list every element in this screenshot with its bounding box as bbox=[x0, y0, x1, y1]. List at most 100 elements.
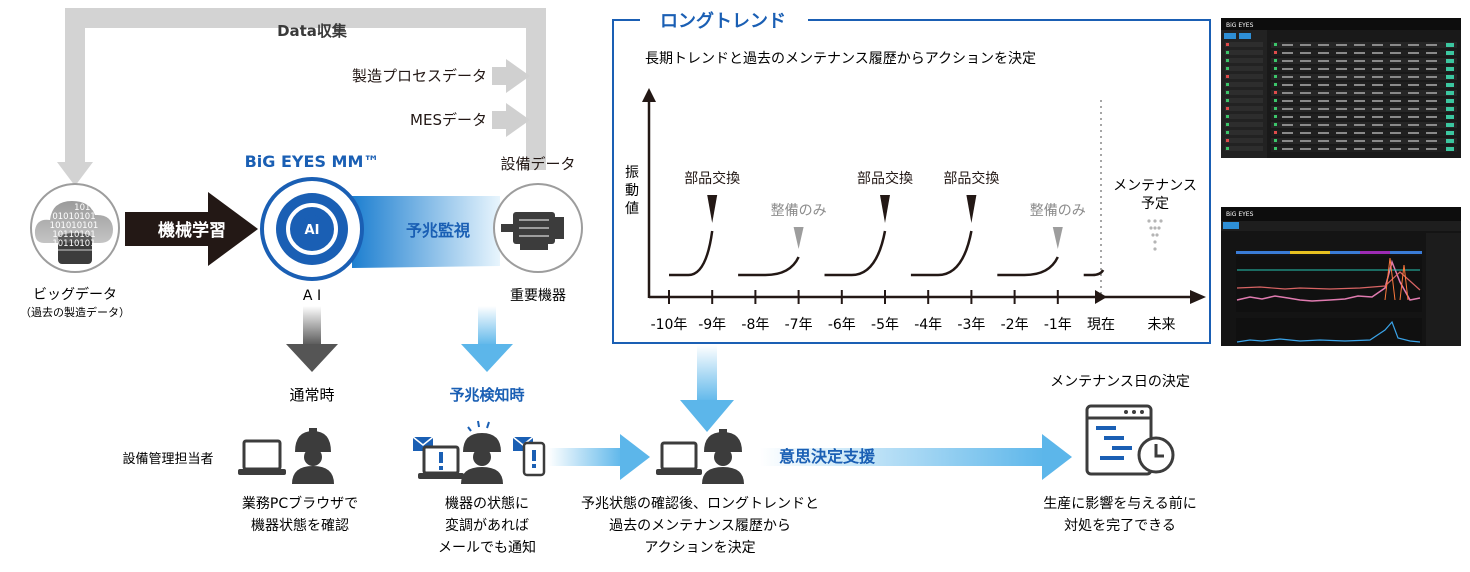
outcome-desc-line-1: 生産に影響を与える前に bbox=[1043, 495, 1197, 512]
anomaly-desc-line-2: 変調があれば bbox=[445, 517, 529, 534]
planned-maintenance-dots bbox=[1147, 219, 1163, 251]
long-trend-subtitle: 長期トレンドと過去のメンテナンス履歴からアクションを決定 bbox=[645, 51, 1036, 67]
anomaly-desc-line-1: 機器の状態に bbox=[445, 496, 529, 512]
x-tick-label: -6年 bbox=[828, 317, 856, 333]
worker-icon bbox=[292, 428, 334, 484]
big-data-subtitle: （過去の製造データ） bbox=[20, 305, 130, 319]
dashboard-screenshot-top bbox=[1221, 18, 1461, 158]
mes-data-label: MESデータ bbox=[410, 111, 487, 129]
binary-line-3: 101010101 bbox=[50, 221, 99, 231]
x-tick-label: -1年 bbox=[1044, 317, 1072, 333]
phone-alert-icon bbox=[522, 441, 546, 477]
x-tick-label: -5年 bbox=[871, 317, 899, 333]
anomaly-to-decision-arrow bbox=[548, 434, 650, 480]
binary-line-4: 10110101 bbox=[52, 230, 95, 240]
decision-desc-line-3: アクションを決定 bbox=[644, 540, 755, 556]
part-replacement-label: 部品交換 bbox=[857, 170, 913, 187]
worker-alert-icon bbox=[461, 420, 503, 484]
service-only-marker bbox=[1052, 227, 1063, 249]
x-tick-label: -2年 bbox=[1001, 317, 1029, 333]
part-replacement-marker bbox=[707, 195, 718, 223]
machine-learning-arrow bbox=[125, 192, 258, 266]
x-tick-label: -9年 bbox=[698, 317, 726, 333]
bottom-screen-brand: BiG EYES bbox=[1226, 211, 1254, 218]
x-tick-label: 未来 bbox=[1147, 317, 1175, 333]
planned-maintenance-line-1: メンテナンス bbox=[1113, 178, 1197, 194]
x-tick-label: -3年 bbox=[957, 317, 985, 333]
anomaly-desc-line-3: メールでも通知 bbox=[438, 539, 536, 556]
binary-line-5: 10110101 bbox=[52, 239, 95, 249]
big-data-cloud-icon bbox=[30, 183, 120, 273]
trend-curve-segment bbox=[738, 256, 800, 277]
trend-curve-segment bbox=[824, 230, 887, 277]
laptop-alert-icon bbox=[418, 445, 464, 479]
anomaly-detected-label: 予兆検知時 bbox=[449, 386, 524, 404]
decision-desc-line-1: 予兆状態の確認後、ロングトレンドと bbox=[581, 496, 819, 512]
long-trend-panel bbox=[612, 19, 1211, 344]
service-only-label: 整備のみ bbox=[1030, 203, 1086, 219]
trend-curves bbox=[669, 230, 1105, 277]
now-marker bbox=[1095, 290, 1107, 304]
x-tick-label: -8年 bbox=[741, 317, 769, 333]
x-tick-label: -4年 bbox=[914, 317, 942, 333]
maintenance-day-title: メンテナンス日の決定 bbox=[1050, 374, 1190, 390]
decision-desc-line-2: 過去のメンテナンス履歴から bbox=[609, 518, 791, 534]
binary-line-2: 01010101 bbox=[52, 212, 95, 222]
decision-support-label: 意思決定支援 bbox=[779, 447, 876, 466]
outcome-desc-line-2: 対処を完了できる bbox=[1064, 518, 1176, 534]
part-replacement-label: 部品交換 bbox=[684, 170, 740, 187]
data-collection-arrow bbox=[57, 8, 546, 186]
monitoring-beam bbox=[352, 196, 500, 268]
trend-ylabel-2: 動 bbox=[625, 183, 639, 199]
trend-curve-segment bbox=[1083, 269, 1105, 277]
part-replacement-label: 部品交換 bbox=[943, 170, 999, 187]
equipment-manager-label: 設備管理担当者 bbox=[122, 451, 213, 467]
top-screen-brand: BiG EYES bbox=[1226, 22, 1254, 29]
critical-equipment-label: 重要機器 bbox=[510, 288, 566, 304]
ai-badge: AI bbox=[305, 223, 320, 238]
machine-learning-label: 機械学習 bbox=[158, 220, 226, 241]
process-data-arrow bbox=[492, 59, 530, 93]
service-only-label: 整備のみ bbox=[771, 203, 827, 219]
trend-curve-segment bbox=[669, 230, 714, 277]
trend-y-axis bbox=[642, 88, 656, 298]
trend-tick-marks bbox=[668, 290, 1059, 304]
long-trend-title: ロングトレンド bbox=[660, 10, 786, 32]
normal-desc-line-1: 業務PCブラウザで bbox=[242, 495, 358, 512]
ai-engine-icon bbox=[260, 177, 364, 281]
dashboard-screenshot-bottom bbox=[1221, 207, 1461, 346]
predictive-monitoring-label: 予兆監視 bbox=[406, 221, 470, 240]
service-only-marker bbox=[793, 227, 804, 249]
trend-ylabel-1: 振 bbox=[625, 165, 639, 181]
laptop-icon bbox=[238, 439, 286, 475]
process-data-label: 製造プロセスデータ bbox=[352, 67, 487, 85]
decision-worker-icon bbox=[702, 429, 744, 484]
product-name: BiG EYES MM™ bbox=[245, 152, 380, 171]
decision-support-arrow bbox=[760, 434, 1072, 480]
part-replacement-marker bbox=[880, 195, 890, 223]
motor-icon bbox=[493, 183, 583, 273]
trend-down-arrow bbox=[680, 345, 734, 432]
anomaly-down-arrow bbox=[461, 306, 513, 372]
decision-laptop-icon bbox=[656, 441, 702, 475]
big-data-title: ビッグデータ bbox=[33, 286, 117, 303]
normal-time-label: 通常時 bbox=[289, 386, 334, 404]
calendar-schedule-icon bbox=[1085, 404, 1175, 476]
equipment-data-label: 設備データ bbox=[500, 155, 575, 173]
x-tick-label: -10年 bbox=[651, 317, 688, 333]
normal-down-arrow bbox=[286, 306, 338, 372]
trend-ylabel-3: 値 bbox=[625, 201, 639, 217]
planned-maintenance-line-2: 予定 bbox=[1141, 196, 1169, 212]
binary-line-1: 1010 bbox=[74, 203, 96, 213]
trend-curve-segment bbox=[910, 230, 973, 277]
part-replacement-marker bbox=[966, 195, 977, 223]
x-tick-label: -7年 bbox=[785, 317, 813, 333]
normal-desc-line-2: 機器状態を確認 bbox=[251, 518, 349, 534]
mes-data-arrow bbox=[492, 103, 530, 137]
x-tick-label: 現在 bbox=[1087, 317, 1115, 333]
ai-label: A I bbox=[303, 288, 321, 304]
data-collection-label: Data収集 bbox=[277, 22, 348, 40]
trend-curve-segment bbox=[997, 256, 1059, 277]
